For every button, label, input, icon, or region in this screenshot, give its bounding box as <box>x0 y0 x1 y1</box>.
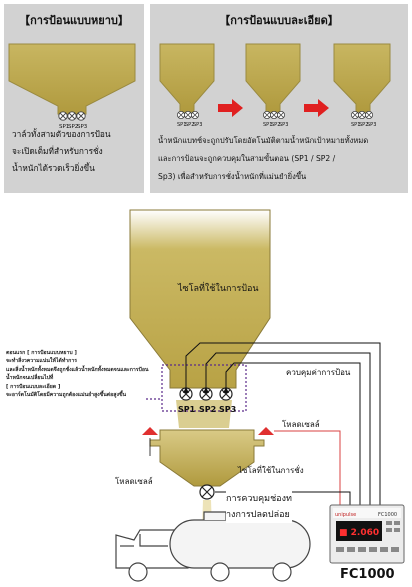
coarse-line-3: น้ำหนักได้รวดเร็วยิ่งขึ้น <box>12 163 95 173</box>
note-line-2: จะทำสิ่งวความแน่นให้ได้ทำการ <box>6 358 78 365</box>
coarse-line-1: วาล์วทั้งสามตัวของการป้อน <box>12 129 111 139</box>
note-line-3: และสิ่งน้ำหนักทั้งหมดจึงถูกชั่งแล้วน้ำหน… <box>6 366 149 373</box>
fine-feed-description: น้ำหนักแบทช์จะถูกปรับโดยอัตโนมัติตามน้ำห… <box>158 132 404 186</box>
fine-hopper-2: SP1 SP2 SP3 <box>245 43 301 128</box>
arrow-right-icon-1 <box>218 99 243 117</box>
fine2-label-sp2: SP2 <box>271 122 280 128</box>
fine1-label-sp1: SP1 <box>177 122 186 128</box>
arrow-right-icon-2 <box>304 99 329 117</box>
coarse-feed-hopper: SP1 SP2 SP3 <box>8 43 136 130</box>
coarse-valve-group <box>58 111 86 121</box>
fine-feed-title: 【การป้อนแบบละเอียด】 <box>219 14 339 27</box>
fine-feed-hoppers: SP1 SP2 SP3 SP1 SP2 SP3 SP1 SP2 SP3 <box>159 43 391 128</box>
device-brand: unipulse <box>335 512 356 518</box>
process-note: ตอนแรก [ การป้อนแบบหยาบ ] จะทำสิ่งวความแ… <box>6 349 162 399</box>
fine3-label-sp3: SP3 <box>367 122 376 128</box>
device-model-label: FC1000 <box>378 512 397 518</box>
fine2-label-sp3: SP3 <box>279 122 288 128</box>
valve-highlight-box <box>161 364 247 412</box>
fc1000-device <box>329 504 405 564</box>
device-readout: ■ 2.060 <box>339 528 379 538</box>
main-valves <box>179 387 233 401</box>
fine3-label-sp2: SP2 <box>359 122 368 128</box>
discharge-line-2: างการปลดปล่อย <box>226 510 290 520</box>
feed-control-label: ควบคุมค่าการป้อน <box>286 368 351 377</box>
weigh-silo <box>149 429 265 487</box>
coarse-feed-title: 【การป้อนแบบหยาบ】 <box>19 14 129 27</box>
fine3-label-sp1: SP1 <box>351 122 360 128</box>
fine-hopper-1: SP1 SP2 SP3 <box>159 43 215 128</box>
main-label-sp1: SP1 <box>178 405 196 414</box>
load-cell-right-line <box>274 430 341 505</box>
coarse-feed-panel: 【การป้อนแบบหยาบ】 SP1 SP2 SP3 วาล์วทั้งสา… <box>4 4 144 193</box>
fine-line-3: Sp3) เพื่อสำหรับการชั่งน้ำหนักที่แม่นยำย… <box>158 172 307 181</box>
coarse-valve-label-sp1: SP1 <box>59 124 69 130</box>
control-lines <box>183 342 381 505</box>
note-line-6: จะอาร์ตโนมัติโดยมีความถูกต้องแม่นยำสูงขึ… <box>6 392 127 399</box>
main-label-sp3: SP3 <box>219 405 236 414</box>
note-line-5: [ การป้อนแบบละเอียด ] <box>6 383 61 390</box>
coarse-feed-description: วาล์วทั้งสามตัวของการป้อน จะเปิดเต็มที่ส… <box>12 126 142 177</box>
hopper-body <box>8 43 136 115</box>
material-flow <box>176 400 232 428</box>
weigh-silo-label: ไซโลที่ใช้ในการชั่ง <box>238 466 304 475</box>
fine-line-2: และการป้อนจะถูกควบคุมในสามขั้นตอน (SP1 /… <box>158 154 336 163</box>
fine1-label-sp3: SP3 <box>193 122 202 128</box>
fine1-label-sp2: SP2 <box>185 122 194 128</box>
discharge-line-1: การควบคุมช่องท <box>226 494 292 504</box>
load-cell-right-label: โหลดเซลล์ <box>282 420 320 429</box>
note-line-4: น้ำหนักจนเปลี่ยนไปที่ <box>6 375 54 382</box>
fine-line-1: น้ำหนักแบทช์จะถูกปรับโดยอัตโนมัติตามน้ำห… <box>158 136 369 145</box>
load-cell-right-icon <box>258 427 274 435</box>
load-cell-left-icon <box>142 427 158 435</box>
note-line-1: ตอนแรก [ การป้อนแบบหยาบ ] <box>6 350 77 356</box>
fine-hopper-3: SP1 SP2 SP3 <box>333 43 391 128</box>
load-cell-left-label: โหลดเซลล์ <box>115 477 153 486</box>
fine-feed-panel: 【การป้อนแบบละเอียด】 SP1 SP2 SP3 SP1 SP2 … <box>150 4 408 193</box>
coarse-line-2: จะเปิดเต็มที่สำหรับการชั่ง <box>12 146 103 156</box>
discharge-control-label: การควบคุมช่องท างการปลดปล่อย <box>226 491 292 523</box>
coarse-valve-label-sp2: SP2 <box>68 124 78 130</box>
coarse-valve-label-sp3: SP3 <box>77 124 88 130</box>
model-caption: FC1000 <box>340 567 395 582</box>
fine2-label-sp1: SP1 <box>263 122 272 128</box>
main-label-sp2: SP2 <box>199 405 216 414</box>
tanker-truck <box>115 511 311 582</box>
feed-silo-label: ไซโลที่ใช้ในการป้อน <box>178 284 259 294</box>
